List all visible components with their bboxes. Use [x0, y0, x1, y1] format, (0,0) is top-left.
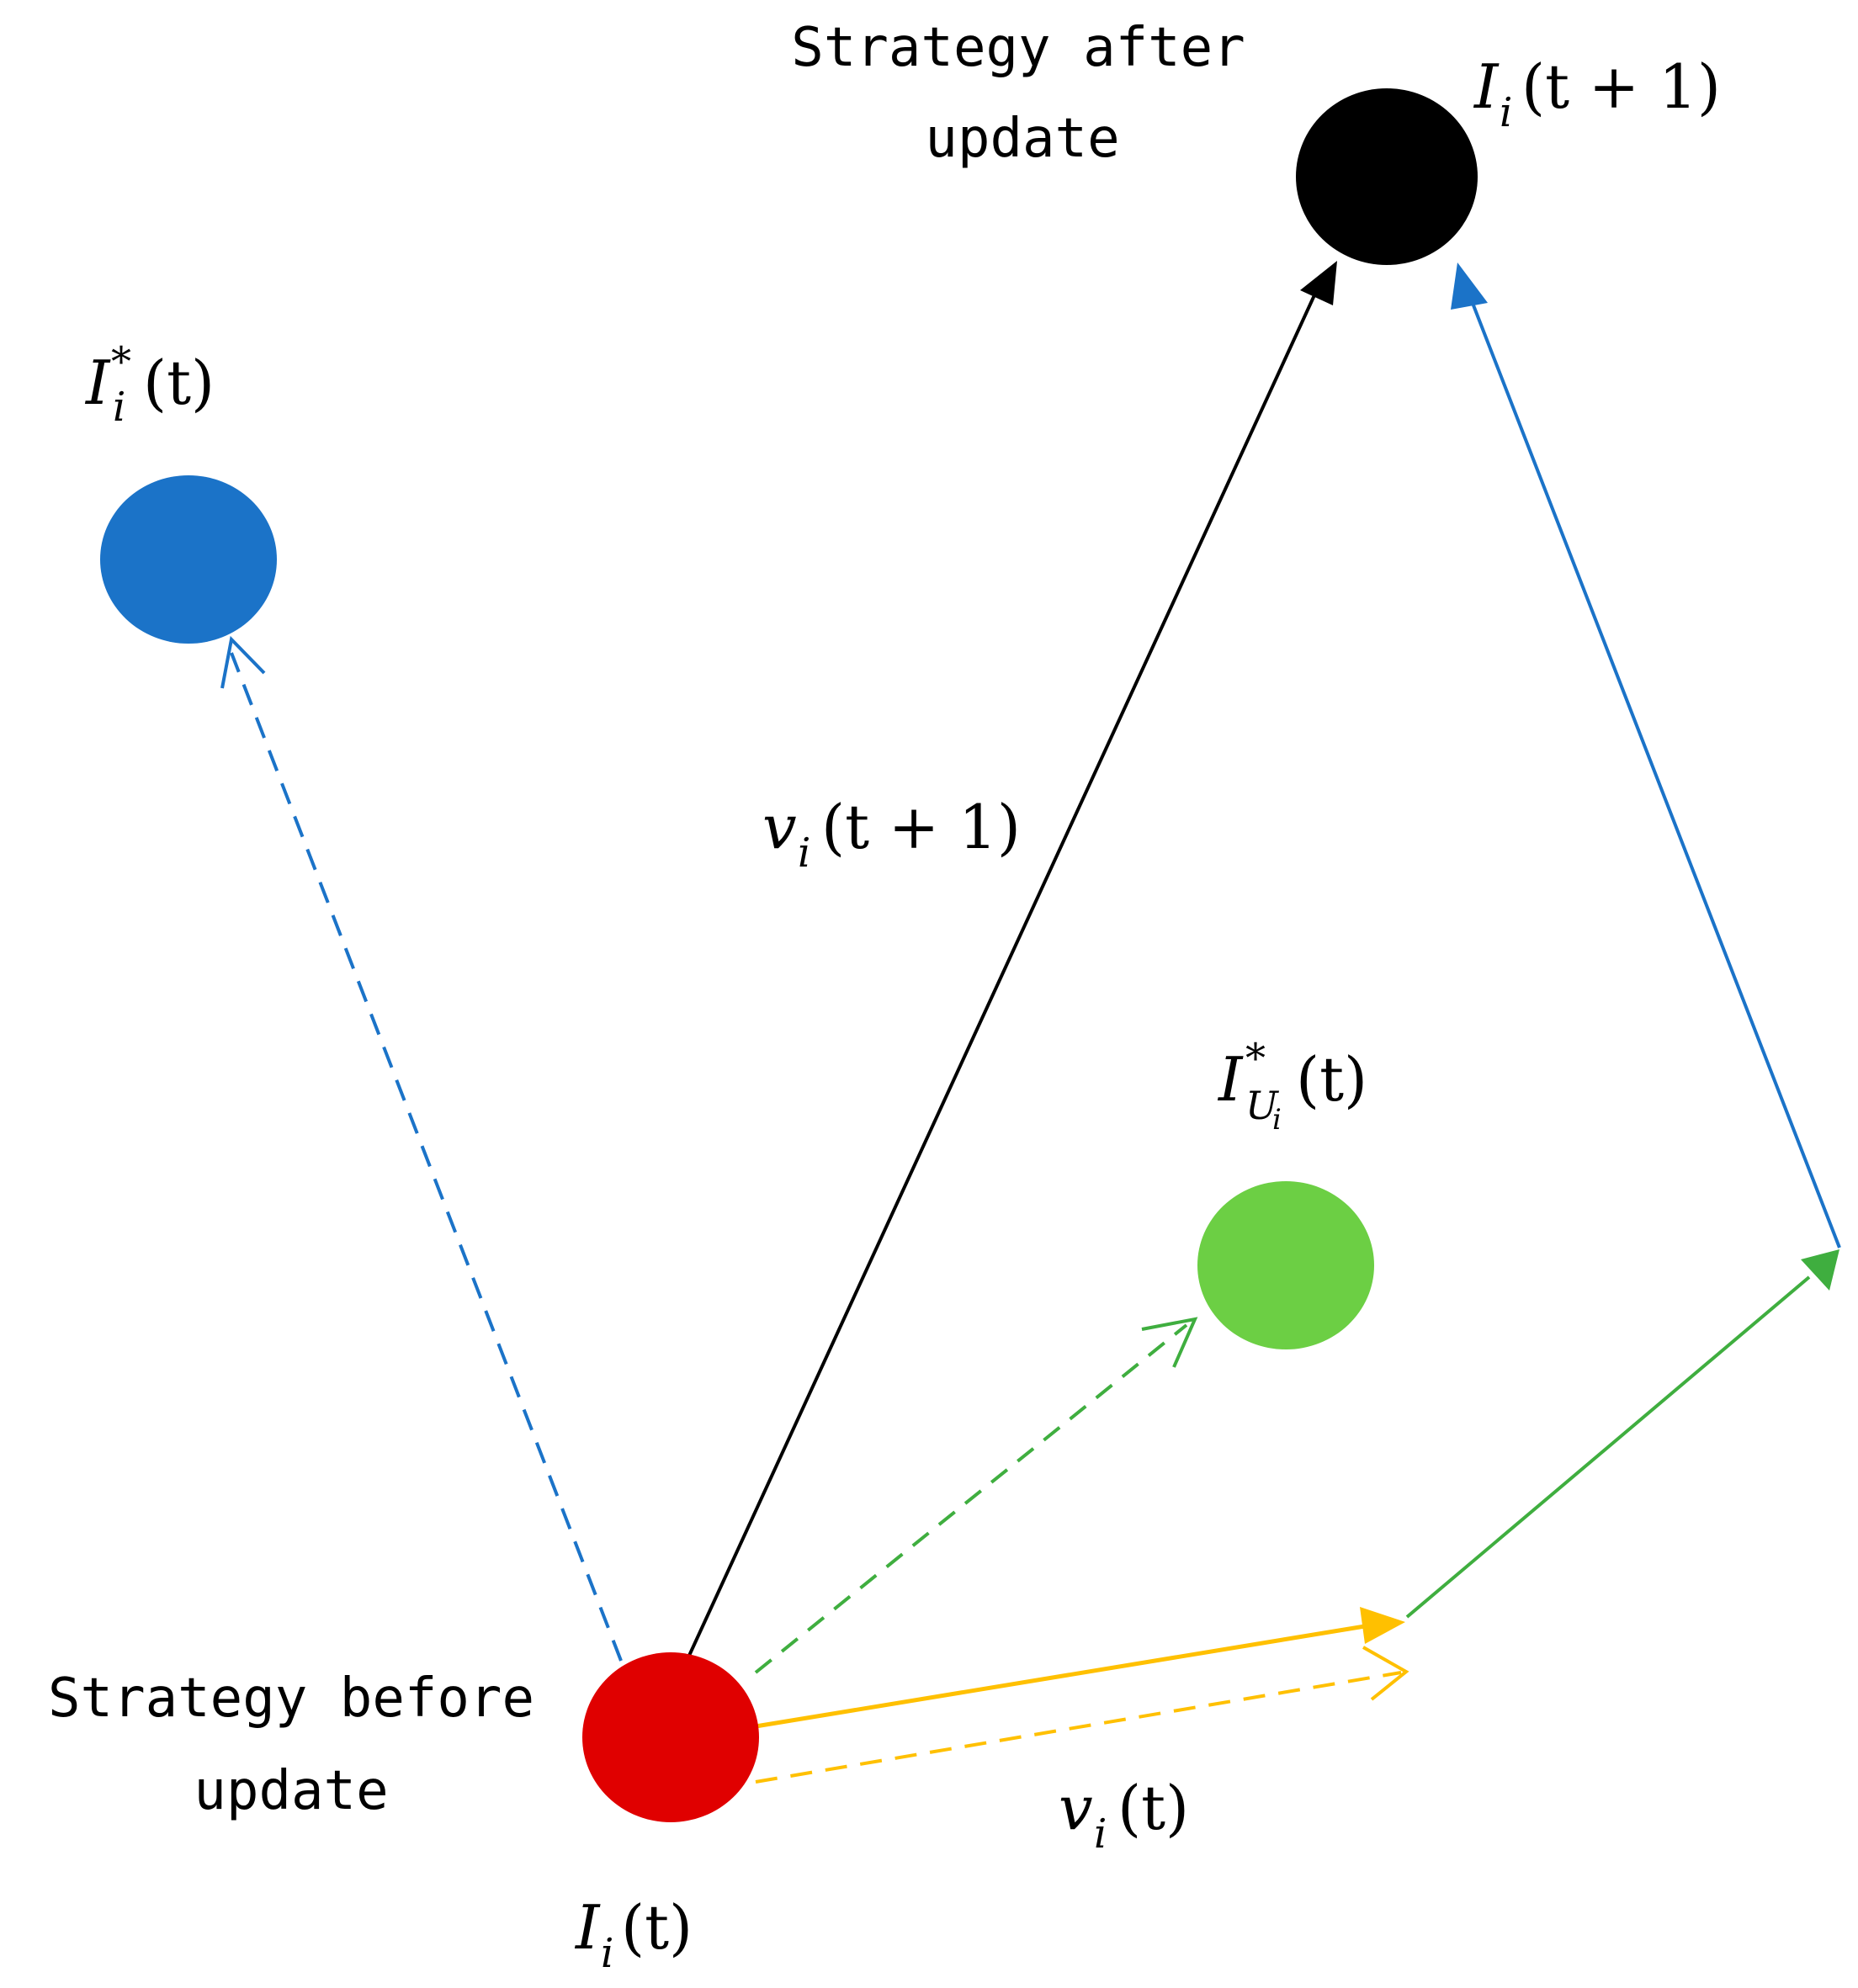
- velocity-now-dashed-arrow: [755, 1646, 1409, 1784]
- math-args: (t): [143, 347, 215, 418]
- cognitive-component-arrow: [1451, 262, 1841, 1248]
- math-args: (t + 1): [821, 792, 1021, 862]
- before-update-node: [582, 1652, 759, 1822]
- before-update-label-line2: update: [194, 1760, 388, 1822]
- math-base: v: [762, 792, 797, 862]
- math-base: v: [1059, 1773, 1093, 1843]
- personal-best-open-arrowhead: [220, 635, 266, 689]
- math-subscript: i: [601, 1930, 613, 1977]
- before-update-label-line1: Strategy before: [48, 1667, 534, 1730]
- velocity-now-math-label: v i (t): [1059, 1773, 1189, 1858]
- after-update-label-line1: Strategy after: [791, 17, 1245, 79]
- social-component-arrow: [1405, 1249, 1839, 1619]
- math-superscript: *: [1245, 1035, 1266, 1082]
- math-base: I: [84, 347, 111, 418]
- math-subscript: i: [798, 830, 810, 877]
- velocity-next-math-label: v i (t + 1): [762, 792, 1021, 877]
- math-args: (t): [1117, 1773, 1189, 1843]
- math-subscript: i: [1094, 1810, 1107, 1858]
- velocity-now-open-arrowhead: [1362, 1646, 1409, 1701]
- after-update-label-line2: update: [925, 108, 1119, 170]
- before-update-math-label: I i (t): [574, 1892, 693, 1977]
- personal-best-math-label: I * i (t): [84, 338, 215, 431]
- math-args: (t): [1296, 1044, 1367, 1115]
- math-subscript: U: [1245, 1083, 1280, 1128]
- global-best-node: [1197, 1181, 1374, 1349]
- inertia-solid-arrow: [755, 1607, 1405, 1729]
- math-base: I: [1473, 51, 1500, 122]
- velocity-next-arrowhead: [1300, 261, 1337, 305]
- math-superscript: *: [111, 338, 131, 385]
- math-base: I: [574, 1892, 601, 1963]
- math-subscript: i: [113, 384, 125, 431]
- after-update-math-label: I i (t + 1): [1473, 51, 1721, 136]
- after-update-node: [1296, 88, 1478, 265]
- personal-best-node: [100, 475, 277, 644]
- personal-best-dashed-arrow: [220, 635, 623, 1662]
- math-args: (t + 1): [1521, 51, 1721, 122]
- math-base: I: [1217, 1044, 1244, 1115]
- cognitive-component-arrowhead: [1451, 262, 1488, 310]
- inertia-solid-arrowhead: [1360, 1607, 1405, 1644]
- math-args: (t): [621, 1892, 693, 1963]
- global-best-math-label: I * U i (t): [1217, 1035, 1367, 1137]
- math-subscript: i: [1500, 89, 1512, 136]
- global-best-dashed-arrow: [754, 1317, 1198, 1674]
- velocity-next-arrow: [687, 261, 1337, 1658]
- global-best-open-arrowhead: [1141, 1317, 1198, 1368]
- social-component-arrowhead: [1801, 1249, 1839, 1291]
- math-subsubscript: i: [1272, 1103, 1282, 1137]
